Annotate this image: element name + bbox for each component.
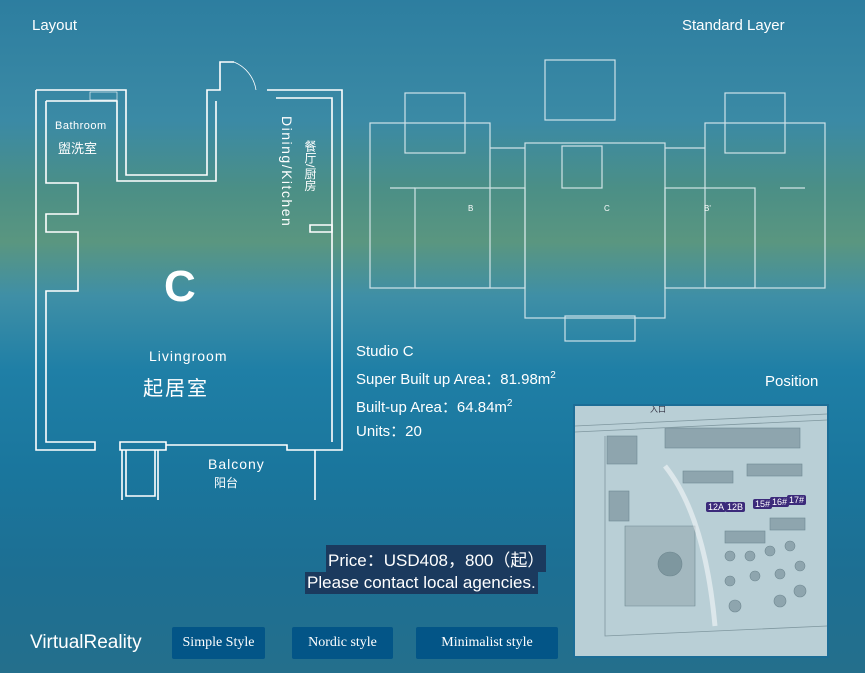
layer-label-b-prime: B' — [704, 204, 711, 213]
unit-floor-plan: Bathroom 盥洗室 Dining/Kitchen 餐厅/厨房 C Livi… — [30, 60, 350, 500]
super-built-area: Super Built up Area：81.98m2 — [356, 364, 556, 392]
simple-style-button[interactable]: Simple Style — [172, 627, 265, 659]
balcony-label-cn: 阳台 — [214, 476, 239, 490]
unit-title: Studio C — [356, 343, 414, 360]
minimalist-style-button[interactable]: Minimalist style — [416, 627, 558, 659]
built-up-area-value: Built-up Area：64.84m — [356, 399, 507, 416]
built-area-unit-sup: 2 — [506, 398, 513, 409]
layer-label-b: B — [468, 204, 474, 213]
dining-kitchen-label-cn: 餐厅/厨房 — [303, 140, 317, 192]
site-plan-drawing — [575, 413, 827, 637]
contact-text: Please contact local agencies. — [305, 572, 538, 594]
floor-plan-drawing — [35, 61, 343, 500]
price-line: Price：USD408，800（起） — [326, 545, 547, 572]
bathroom-label-cn: 盥洗室 — [58, 141, 98, 156]
unit-letter: C — [164, 262, 196, 311]
livingroom-label-cn: 起居室 — [143, 378, 209, 400]
layout-heading: Layout — [32, 17, 78, 34]
building-tag-15[interactable]: 15# — [753, 499, 773, 509]
entrance-label: 入口 — [650, 405, 666, 414]
price-text: Price：USD408，800（起） — [326, 545, 547, 572]
standard-layer-heading: Standard Layer — [682, 17, 785, 34]
livingroom-label: Livingroom — [149, 348, 228, 364]
layer-label-c: C — [604, 204, 610, 213]
bathroom-label: Bathroom — [55, 120, 107, 132]
building-tag-17[interactable]: 17# — [787, 495, 807, 505]
standard-layer-drawing — [369, 59, 826, 342]
building-tag-12a[interactable]: 12A — [706, 502, 727, 512]
dining-kitchen-label: Dining/Kitchen — [279, 116, 295, 228]
position-heading: Position — [765, 373, 819, 390]
unit-info: Studio C Super Built up Area：81.98m2 Bui… — [356, 340, 556, 444]
site-position-map[interactable]: 入口 12A 12B 15# 16# 17# — [573, 404, 829, 658]
built-up-area: Built-up Area：64.84m2 — [356, 392, 556, 420]
units-count: Units：20 — [356, 423, 422, 440]
building-tag-12b[interactable]: 12B — [725, 502, 746, 512]
virtual-reality-brand[interactable]: VirtualReality — [30, 632, 142, 653]
standard-layer-plan: B C B' — [365, 58, 830, 348]
nordic-style-button[interactable]: Nordic style — [292, 627, 393, 659]
contact-line: Please contact local agencies. — [305, 572, 538, 594]
building-tag-16[interactable]: 16# — [770, 497, 790, 507]
super-area-unit-sup: 2 — [550, 370, 556, 381]
balcony-label: Balcony — [208, 456, 265, 472]
super-built-area-value: Super Built up Area：81.98m — [356, 371, 551, 388]
